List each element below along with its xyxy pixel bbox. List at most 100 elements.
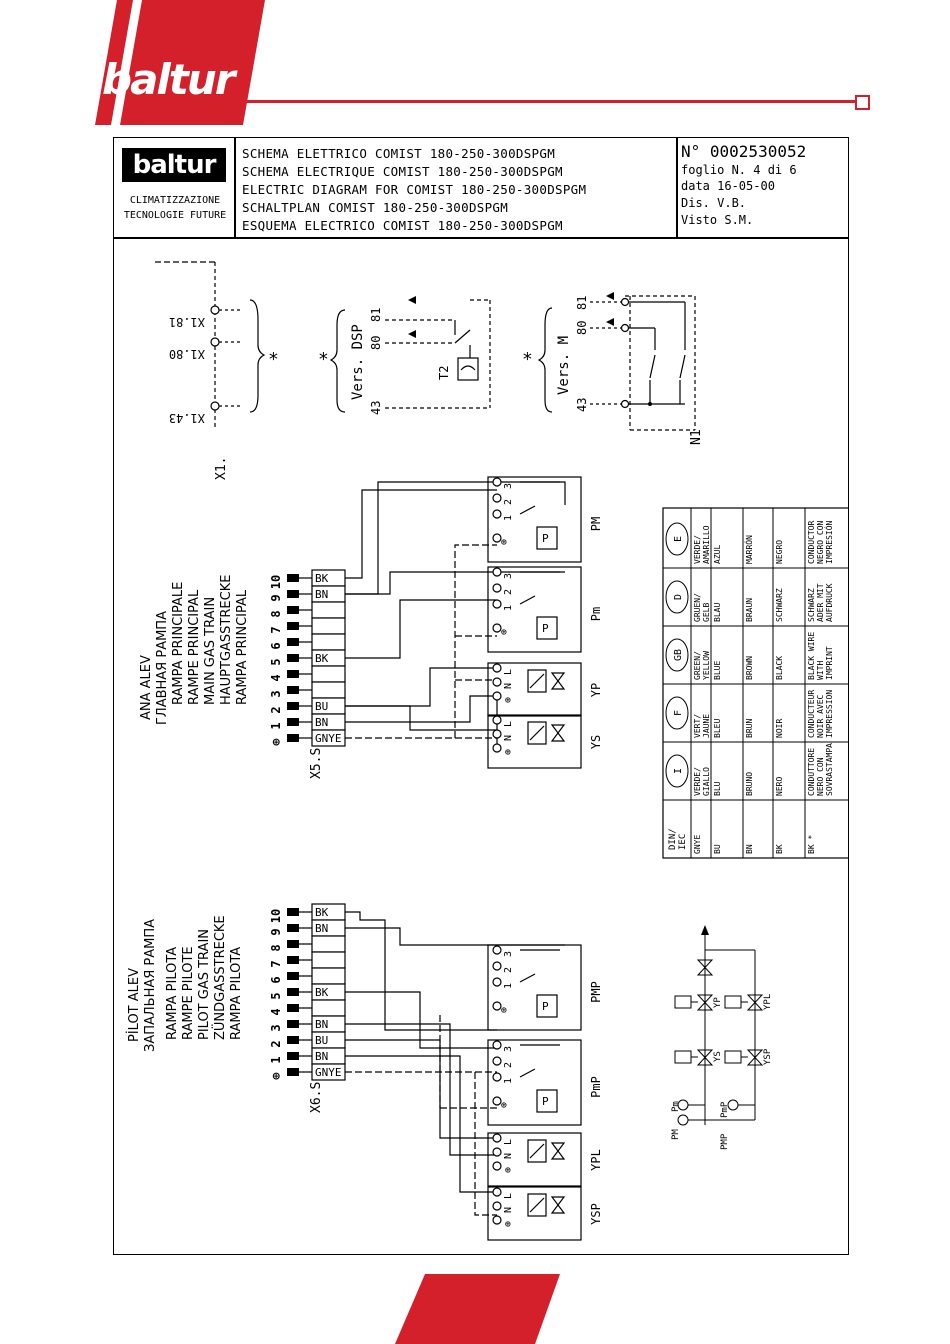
gas-sketch-label: YS (713, 1051, 723, 1062)
pilot-wire-code: BU (315, 1034, 328, 1047)
main-wire-code: BU (315, 700, 328, 713)
pilot-train-label: RAMPE PILOTE (181, 946, 196, 1040)
main-terminal-number: 3 (503, 483, 514, 489)
color-table-language: E (673, 536, 684, 542)
main-pin-number: 4 (269, 674, 283, 681)
pilot-train-label: RAMPA PILOTA (165, 947, 180, 1040)
color-table-cell: BLU (713, 781, 722, 796)
main-valve-terminal: L (503, 669, 514, 675)
pilot-terminal-cell (311, 999, 346, 1017)
pilot-pin-number: 9 (269, 928, 283, 935)
pilot-wire-code: GNYE (315, 1066, 342, 1079)
main-wire-code: BK (315, 572, 329, 585)
m-version-label: Vers. M (556, 336, 572, 395)
title-german: SCHALTPLAN COMIST 180-250-300DSPGM (242, 200, 509, 215)
main-pin-stub (287, 670, 299, 678)
color-table-language: I (673, 768, 684, 774)
color-table-cell: GREEN/ (693, 651, 702, 680)
color-table-cell: IMPRINT (825, 646, 834, 680)
main-pressostat-symbol: P (542, 532, 549, 545)
pilot-train-label: ZÜNDGASSTRECKE (211, 915, 228, 1040)
color-table-cell: SCHWARZ (807, 588, 816, 622)
color-table-cell: YELLOW (702, 651, 711, 680)
pilot-pin-stub (287, 1004, 299, 1012)
brand-logo-band (95, 0, 265, 125)
color-table-cell: NEGRO (775, 540, 784, 564)
main-terminal-number: 3 (503, 573, 514, 579)
main-train-label: HAUPTGASSTRECKE (219, 575, 234, 705)
main-pin-number: ⊕ (269, 738, 283, 746)
main-pin-stub (287, 702, 299, 710)
color-table-cell: CONDUTTORE (807, 748, 816, 796)
pilot-terminal-number: 3 (503, 951, 514, 957)
sheet-number: foglio N. 4 di 6 (681, 163, 797, 177)
gas-sketch-label: PMP (720, 1133, 730, 1150)
main-terminal-number: 2 (503, 499, 514, 505)
gas-sketch-label: YSP (763, 1048, 773, 1065)
main-earth-symbol: ⊕ (499, 539, 510, 545)
main-train-label: ГЛАВНАЯ РАМПА (155, 611, 170, 725)
main-pin-stub (287, 574, 299, 582)
color-table-cell: BLUE (713, 661, 722, 680)
color-table-cell: BK * (807, 835, 816, 854)
color-table-cell: NOIR (775, 719, 784, 738)
main-terminal-cell (311, 601, 346, 619)
color-table-cell: BU (713, 844, 722, 854)
t2-label: T2 (437, 366, 451, 380)
pilot-wire-code: BK (315, 986, 329, 999)
pilot-device-label: YSP (589, 1203, 603, 1225)
main-pin-stub (287, 654, 299, 662)
color-table-cell: BLACK WIRE (807, 632, 816, 680)
pilot-earth-symbol: ⊕ (499, 1102, 510, 1108)
dsp-version-label: Vers. DSP (350, 324, 366, 400)
pilot-pressostat-symbol: P (542, 1095, 549, 1108)
pilot-pin-stub (287, 924, 299, 932)
color-table-cell: BLAU (713, 603, 722, 622)
pilot-train-label: ЗАПАЛЬНАЯ РАМПА (143, 919, 158, 1052)
color-table-cell: BLEU (713, 719, 722, 738)
color-table-cell: ADER MIT (816, 583, 825, 622)
main-pin-stub (287, 606, 299, 614)
main-device-label: YP (589, 683, 603, 697)
color-table-cell: NOIR AVEC (816, 694, 825, 738)
pilot-pin-stub (287, 972, 299, 980)
pilot-terminal-cell (311, 935, 346, 953)
dsp-terminal-number: 81 (369, 308, 383, 322)
pilot-device-label: PmP (589, 1076, 603, 1098)
color-table-cell: IMPRESIÓN (823, 520, 834, 564)
main-wire-code: BK (315, 652, 329, 665)
main-pin-number: 7 (269, 626, 283, 633)
pilot-pin-number: 2 (269, 1040, 283, 1047)
color-table-language: D (673, 594, 684, 600)
pilot-wire-code: BK (315, 906, 329, 919)
main-connector-label: X5.S (309, 748, 324, 779)
pilot-train-label: PILOT GAS TRAIN (197, 929, 212, 1040)
m-terminal-number: 43 (575, 398, 589, 412)
wiring-diagram: X1. X1.81 X1.80 X1.43 * * * Vers. DSP 81… (126, 261, 849, 1241)
color-table-cell: BRUN (745, 719, 754, 738)
color-table-cell: BRUNO (745, 772, 754, 796)
main-pin-stub (287, 734, 299, 742)
color-table-cell: BLACK (775, 656, 784, 680)
main-pin-stub (287, 686, 299, 694)
main-pin-number: 5 (269, 658, 283, 665)
dsp-terminal-number: 43 (369, 401, 383, 415)
checked-by: Visto S.M. (681, 213, 754, 227)
color-table-cell: BK (775, 844, 784, 854)
main-wire-code: GNYE (315, 732, 342, 745)
main-device-label: PM (589, 517, 603, 531)
main-train-label: ANA ALEV (139, 655, 154, 720)
pilot-pin-number: ⊕ (269, 1072, 283, 1080)
color-table-cell: BROWN (745, 656, 754, 680)
title-italian: SCHEMA ELETTRICO COMIST 180-250-300DSPGM (242, 146, 556, 161)
color-table-cell: GRUEN/ (693, 593, 702, 622)
drawn-by: Dis. V.B. (681, 196, 747, 210)
pilot-pin-stub (287, 940, 299, 948)
color-table-cell: VERDE/ (693, 535, 702, 564)
color-table-cell: AMARILLO (702, 525, 711, 564)
title-block-divider (113, 237, 849, 239)
main-device-label: YS (589, 735, 603, 749)
main-terminal-cell (311, 617, 346, 635)
main-pin-stub (287, 622, 299, 630)
pilot-pin-stub (287, 908, 299, 916)
